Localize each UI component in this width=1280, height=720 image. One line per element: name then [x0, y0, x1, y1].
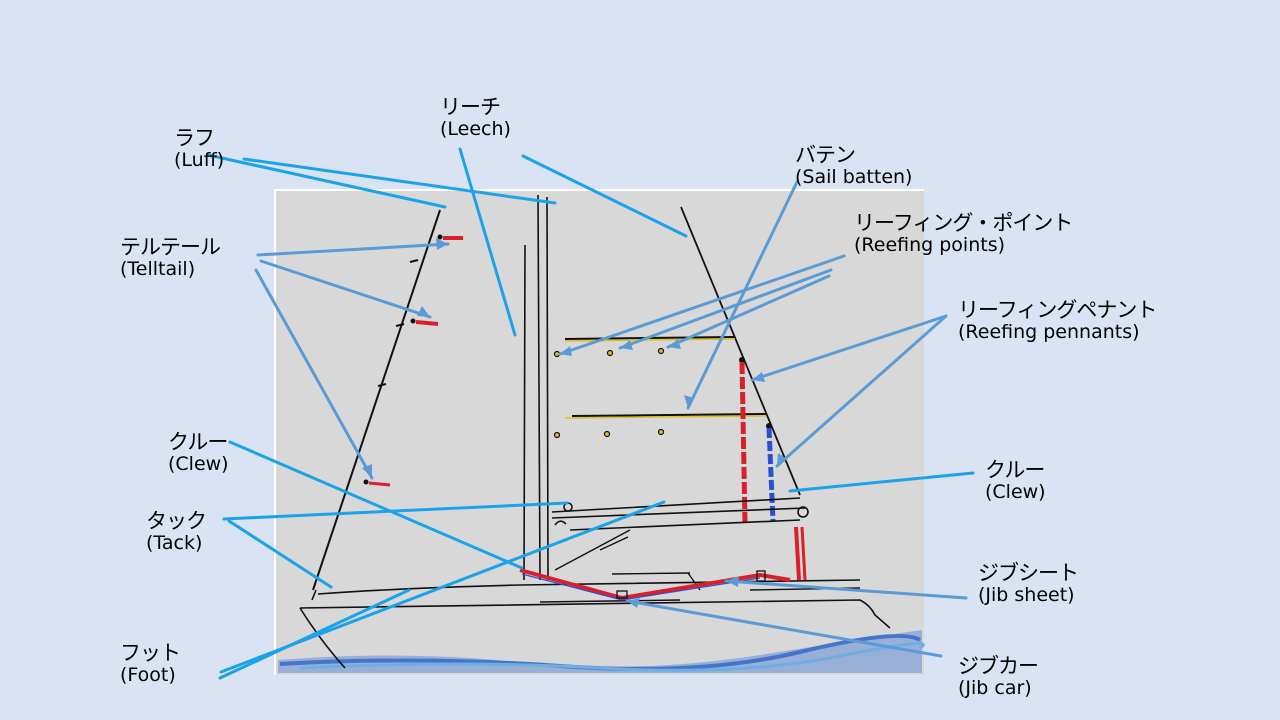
label-clew-right: クルー (Clew) [985, 458, 1046, 504]
telltail-marks [363, 234, 463, 487]
label-clew-left-en: (Clew) [168, 453, 229, 476]
label-leech-jp: リーチ [440, 95, 501, 119]
label-luff-jp: ラフ [174, 126, 215, 150]
label-tack: タック (Tack) [146, 509, 207, 555]
jib-sail-icon [312, 209, 441, 591]
mast-icon [523, 194, 549, 581]
label-clew-right-en: (Clew) [985, 481, 1046, 504]
label-luff: ラフ (Luff) [174, 126, 224, 172]
label-clew-right-jp: クルー [985, 458, 1045, 482]
label-jib-car-en: (Jib car) [958, 677, 1032, 700]
label-reefing-points: リーフィング・ポイント (Reefing points) [854, 211, 1073, 257]
label-clew-left: クルー (Clew) [168, 430, 229, 476]
leader-arrowheads [362, 238, 787, 608]
leader-lines [206, 147, 975, 680]
label-telltail-jp: テルテール [120, 235, 221, 259]
label-foot-jp: フット [120, 641, 181, 665]
hull-icon [299, 579, 891, 669]
label-batten: バテン (Sail batten) [795, 143, 912, 189]
mainsail-leech [680, 206, 801, 496]
batten-marks [564, 336, 767, 419]
label-jib-sheet-en: (Jib sheet) [978, 584, 1075, 607]
jib-sheet-line [519, 568, 791, 601]
label-telltail-en: (Telltail) [120, 258, 196, 281]
label-reefing-pennants-jp: リーフィングペナント [958, 298, 1157, 322]
label-reefing-pennants-en: (Reefing pennants) [958, 321, 1140, 344]
boom-icon [551, 497, 809, 531]
label-jib-car: ジブカー (Jib car) [958, 654, 1039, 700]
label-jib-car-jp: ジブカー [958, 654, 1039, 678]
label-reefing-pennants: リーフィングペナント (Reefing pennants) [958, 298, 1157, 344]
label-reefing-points-en: (Reefing points) [854, 234, 1006, 257]
label-reefing-points-jp: リーフィング・ポイント [854, 211, 1073, 235]
label-foot-en: (Foot) [120, 664, 176, 687]
label-leech: リーチ (Leech) [440, 95, 511, 141]
label-tack-en: (Tack) [146, 532, 203, 555]
reefing-pennant-lines [739, 357, 807, 581]
label-batten-jp: バテン [795, 143, 856, 167]
label-leech-en: (Leech) [440, 118, 511, 141]
label-jib-sheet: ジブシート (Jib sheet) [978, 561, 1079, 607]
label-clew-left-jp: クルー [168, 430, 228, 454]
reefing-point-marks [553, 347, 665, 439]
label-batten-en: (Sail batten) [795, 166, 913, 189]
label-jib-sheet-jp: ジブシート [978, 561, 1079, 585]
label-tack-jp: タック [146, 509, 207, 533]
label-foot: フット (Foot) [120, 641, 181, 687]
label-telltail: テルテール (Telltail) [120, 235, 221, 281]
label-luff-en: (Luff) [174, 149, 225, 172]
